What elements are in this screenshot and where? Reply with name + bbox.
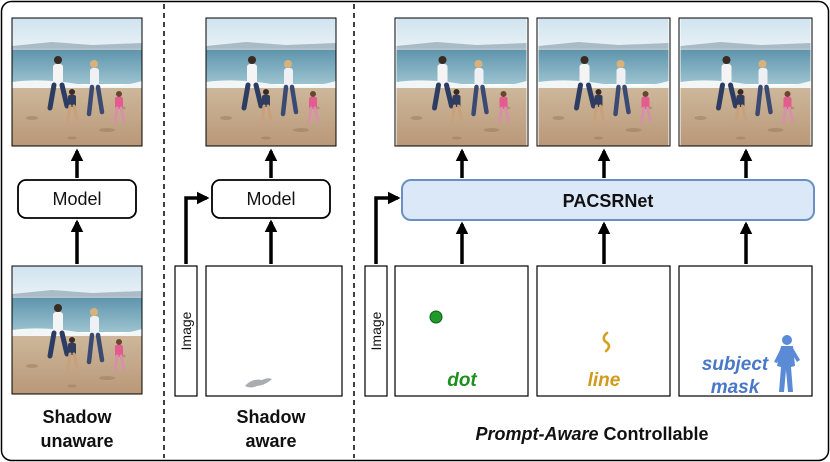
output-photo-dot [397, 18, 527, 146]
shadow-mask-box [205, 265, 343, 397]
arrow-right-icon [374, 191, 401, 264]
image-label: Image [178, 311, 194, 350]
output-photo [206, 18, 336, 146]
panel-prompt-aware: PACSRNet Image dot line subject mask Pro… [364, 17, 815, 444]
caption-line2: aware [245, 431, 296, 451]
prompt-line-box [536, 265, 671, 397]
output-photo-mask [681, 18, 811, 146]
mask-label-line1: subject [702, 354, 769, 375]
model-box [17, 179, 137, 219]
dot-prompt-icon [429, 310, 443, 324]
image-bar [364, 265, 388, 397]
shadow-shape [245, 378, 272, 388]
arrow-right-icon [184, 191, 210, 264]
caption-line2: unaware [40, 431, 113, 451]
prompt-dot-box [394, 265, 529, 397]
model-label: Model [246, 189, 295, 209]
panel-shadow-aware: Model Image Shadow aware [174, 17, 343, 451]
image-bar [174, 265, 198, 397]
model-label: Model [52, 189, 101, 209]
caption: Prompt-Aware Controllable [475, 424, 708, 444]
mask-label-line2: mask [711, 377, 761, 398]
model-box [211, 179, 331, 219]
image-label: Image [368, 311, 384, 350]
output-photo-line [539, 18, 669, 146]
input-photo [12, 266, 142, 394]
caption-line1: Shadow [236, 407, 306, 427]
caption-rest: Controllable [599, 424, 709, 444]
output-photo [12, 18, 142, 146]
dot-label: dot [447, 370, 477, 391]
caption-italic: Prompt-Aware [475, 424, 598, 444]
pacsrnet-box [401, 179, 815, 221]
network-label: PACSRNet [563, 191, 654, 211]
subject-mask-icon [774, 335, 800, 392]
line-label: line [588, 370, 621, 391]
line-prompt-icon [602, 331, 611, 353]
caption-line1: Shadow [42, 407, 112, 427]
panel-shadow-unaware: Model Shadow unaware [11, 17, 143, 451]
